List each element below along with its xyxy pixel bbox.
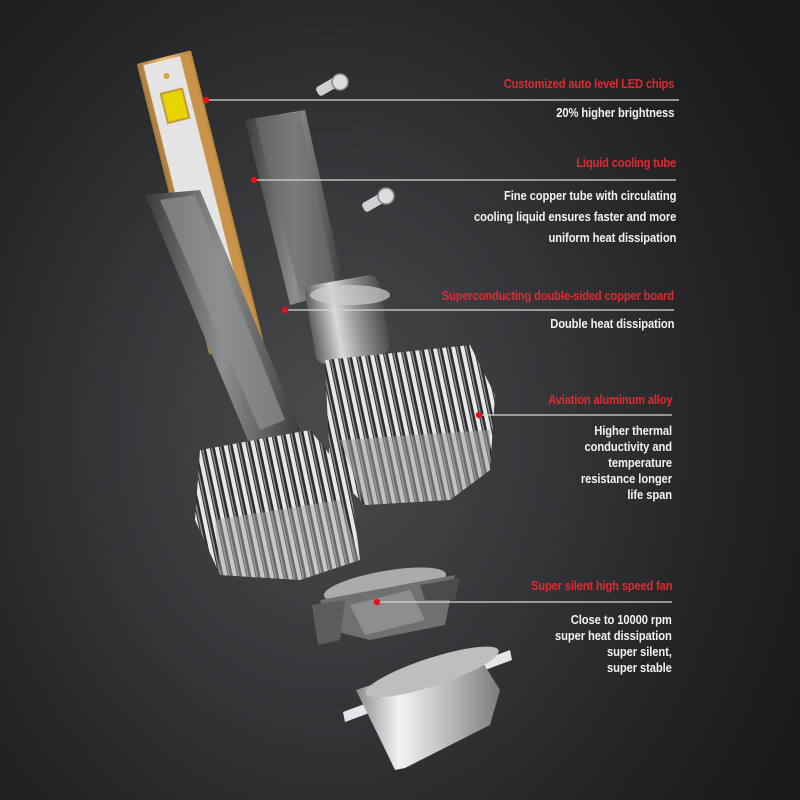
screw-top: [316, 73, 349, 96]
callout-aluminum-desc: Higher thermal conductivity and temperat…: [566, 423, 672, 503]
callout-led-chips: Customized auto level LED chips: [476, 76, 675, 91]
callout-copper-board-desc: Double heat dissipation: [530, 313, 674, 334]
marker-dot-aluminum: [475, 411, 483, 419]
callout-cooling-tube: Liquid cooling tube: [560, 155, 676, 170]
bulb-body-left: [145, 190, 360, 580]
callout-desc-line: life span: [627, 487, 672, 502]
callout-led-chips-desc: 20% higher brightness: [537, 102, 674, 123]
callout-title: Superconducting double-sided copper boar…: [441, 288, 674, 303]
callout-title: Super silent high speed fan: [530, 578, 673, 593]
marker-dots: [202, 96, 483, 606]
leader-lines: [206, 99, 679, 603]
callout-title: Liquid cooling tube: [576, 155, 676, 170]
screw-middle: [362, 187, 395, 212]
cooling-fan: [312, 567, 460, 645]
callout-desc-line: cooling liquid ensures faster and more: [473, 209, 676, 224]
callout-desc-line: uniform heat dissipation: [548, 230, 676, 245]
callout-desc-line: super stable: [607, 660, 672, 675]
callout-copper-board: Superconducting double-sided copper boar…: [404, 288, 674, 303]
callout-desc-line: resistance longer: [580, 471, 672, 486]
callout-desc-line: Close to 10000 rpm: [571, 612, 672, 627]
marker-dot-copper-board: [281, 306, 289, 314]
callout-desc-line: 20% higher brightness: [555, 105, 674, 120]
callout-desc-line: Double heat dissipation: [549, 316, 674, 331]
bulb-body-right: [245, 110, 495, 505]
callout-title: Aviation aluminum alloy: [547, 392, 672, 407]
marker-dot-cooling-tube: [250, 176, 258, 184]
marker-dot-fan: [373, 598, 381, 606]
callout-fan: Super silent high speed fan: [508, 578, 673, 593]
callout-desc-line: Fine copper tube with circulating: [503, 188, 676, 203]
marker-dot-led-chips: [202, 96, 210, 104]
callout-desc-line: Higher thermal: [594, 423, 672, 438]
callout-desc-line: super silent,: [607, 644, 672, 659]
callout-desc-line: conductivity and: [584, 439, 673, 454]
callout-aluminum: Aviation aluminum alloy: [528, 392, 672, 407]
callout-fan-desc: Close to 10000 rpm super heat dissipatio…: [536, 612, 672, 676]
base-cap: [343, 646, 512, 770]
callout-cooling-tube-desc: Fine copper tube with circulating coolin…: [441, 185, 676, 248]
callout-desc-line: temperature: [608, 455, 672, 470]
callout-title: Customized auto level LED chips: [503, 76, 675, 91]
callout-desc-line: super heat dissipation: [555, 628, 672, 643]
